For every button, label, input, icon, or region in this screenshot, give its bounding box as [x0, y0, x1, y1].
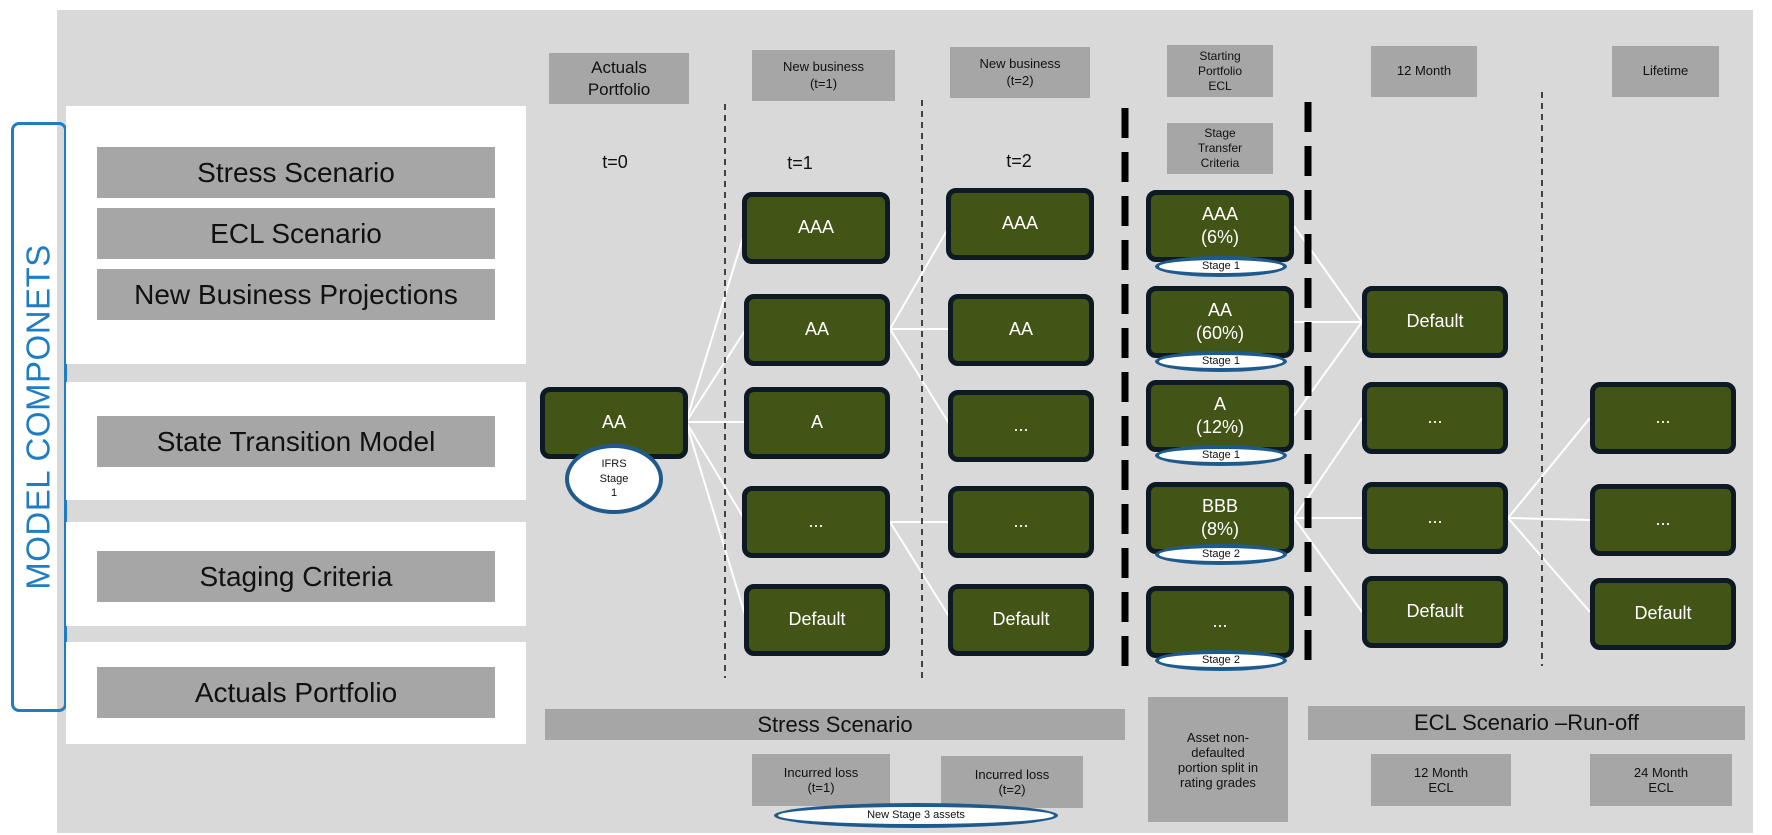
node-start-ellipsis: ...: [1146, 586, 1294, 658]
node-start-bbb: BBB (8%): [1146, 482, 1294, 554]
stage-pill-ellipsis: Stage 2: [1155, 650, 1287, 671]
node-life-default: Default: [1590, 578, 1736, 650]
bar-stress-scenario: Stress Scenario: [545, 709, 1125, 740]
component-state-transition: State Transition Model: [97, 416, 495, 467]
stage-pill-aa: Stage 1: [1155, 351, 1287, 372]
header-12-month: 12 Month: [1371, 46, 1477, 97]
time-dividers: [724, 92, 1543, 678]
node-start-aaa: AAA (6%): [1146, 190, 1294, 262]
box-24-month-ecl: 24 Month ECL: [1590, 754, 1732, 806]
stage-badge-ifrs: IFRS Stage 1: [565, 444, 663, 514]
header-starting-portfolio-ecl: Starting Portfolio ECL: [1167, 45, 1273, 97]
node-t2-aaa: AAA: [946, 188, 1094, 260]
box-incurred-loss-t1: Incurred loss (t=1): [752, 754, 890, 806]
node-t1-aa: AA: [744, 294, 890, 366]
node-t1-ellipsis: ...: [742, 486, 890, 558]
node-t2-aa: AA: [948, 294, 1094, 366]
component-staging: Staging Criteria: [97, 551, 495, 602]
header-new-business-t1: New business (t=1): [752, 50, 895, 101]
stage-pill-new-stage3: New Stage 3 assets: [774, 803, 1058, 828]
connector-lines: [685, 224, 1591, 619]
component-actuals: Actuals Portfolio: [97, 667, 495, 718]
node-start-a: A (12%): [1146, 380, 1294, 452]
node-12m-ellipsis: ...: [1362, 382, 1508, 454]
node-t1-a: A: [744, 387, 890, 459]
node-life-ellipsis: ...: [1590, 382, 1736, 454]
node-12m-default-2: Default: [1362, 576, 1508, 648]
box-incurred-loss-t2: Incurred loss (t=2): [941, 756, 1083, 808]
time-label-t2: t=2: [1006, 151, 1032, 171]
bar-ecl-scenario-runoff: ECL Scenario –Run-off: [1308, 706, 1745, 740]
node-t2-ellipsis-2: ...: [948, 486, 1094, 558]
stage-pill-bbb: Stage 2: [1155, 544, 1287, 565]
node-t1-default: Default: [744, 584, 890, 656]
ecl-boundary: [1121, 102, 1312, 666]
header-lifetime: Lifetime: [1612, 46, 1719, 97]
side-label-frame: [11, 122, 67, 712]
component-new-business: New Business Projections: [97, 269, 495, 320]
node-t2-default: Default: [948, 584, 1094, 656]
stage-pill-aaa: Stage 1: [1155, 256, 1287, 277]
node-t2-ellipsis: ...: [948, 390, 1094, 462]
stage-pill-a: Stage 1: [1155, 445, 1287, 466]
time-label-t0: t=0: [602, 152, 628, 172]
node-12m-default: Default: [1362, 286, 1508, 358]
component-stress-scenario: Stress Scenario: [97, 147, 495, 198]
node-t1-aaa: AAA: [742, 192, 890, 264]
node-12m-ellipsis-2: ...: [1362, 482, 1508, 554]
header-stage-transfer-criteria: Stage Transfer Criteria: [1167, 123, 1273, 174]
header-new-business-t2: New business (t=2): [950, 47, 1090, 98]
header-actuals-portfolio: Actuals Portfolio: [549, 53, 689, 104]
time-label-t1: t=1: [787, 153, 813, 173]
node-start-aa: AA (60%): [1146, 286, 1294, 358]
box-12-month-ecl: 12 Month ECL: [1371, 754, 1511, 806]
node-life-ellipsis-2: ...: [1590, 484, 1736, 556]
box-asset-non-defaulted: Asset non- defaulted portion split in ra…: [1148, 697, 1288, 822]
component-ecl-scenario: ECL Scenario: [97, 208, 495, 259]
